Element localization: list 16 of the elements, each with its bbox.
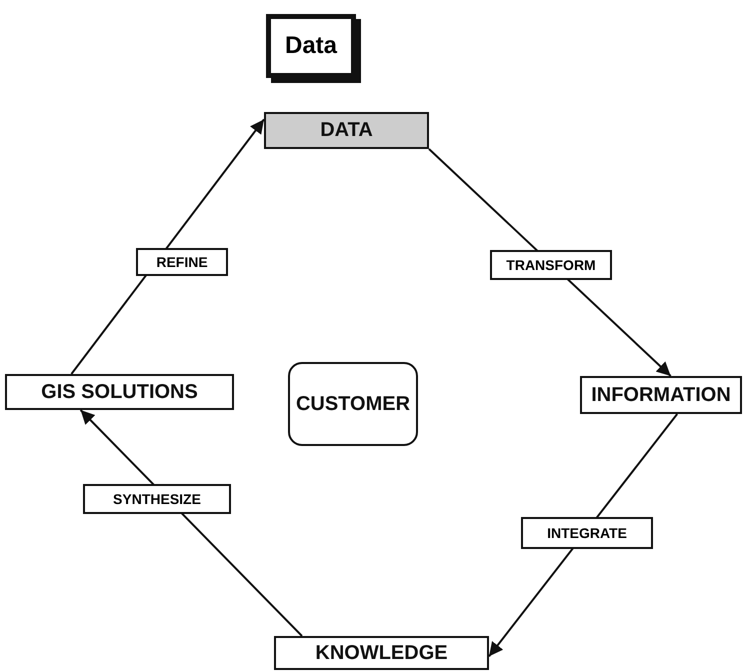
node-label: GIS SOLUTIONS [41, 380, 198, 404]
node-label: KNOWLEDGE [315, 642, 448, 664]
node-label: INFORMATION [591, 384, 731, 406]
process-box [274, 636, 489, 670]
node-label: CUSTOMER [296, 392, 410, 416]
edge-label: TRANSFORM [490, 250, 612, 280]
arrow [70, 118, 265, 375]
center-box [288, 362, 418, 446]
process-box [264, 112, 429, 149]
arrow [428, 148, 672, 377]
node-label: DATA [320, 119, 373, 142]
edge-label: SYNTHESIZE [83, 484, 231, 514]
edge-label: INTEGRATE [521, 517, 653, 549]
edge-label: REFINE [136, 248, 228, 276]
process-box [5, 374, 234, 410]
process-box [580, 376, 742, 414]
